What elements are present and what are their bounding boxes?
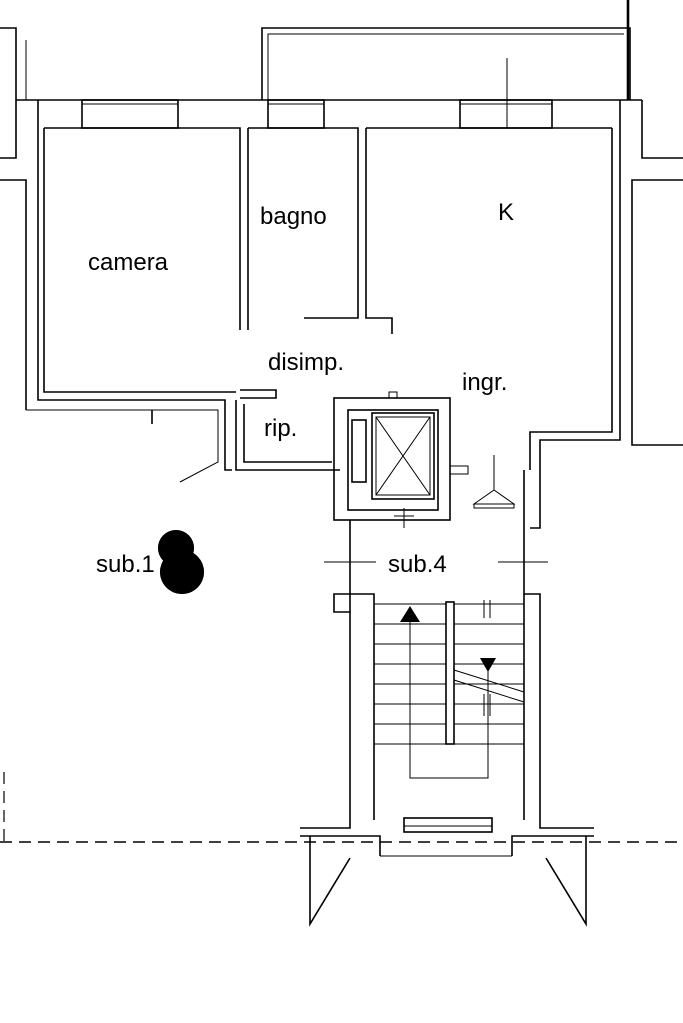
building-entrance bbox=[0, 817, 683, 927]
up-arrow-icon bbox=[400, 606, 420, 622]
entrance-fixture bbox=[472, 455, 516, 509]
ink-blot-overlay bbox=[158, 530, 204, 594]
room-label-ripostiglio: rip. bbox=[264, 415, 297, 442]
room-label-ingresso: ingr. bbox=[462, 369, 507, 396]
room-label-bagno: bagno bbox=[260, 203, 327, 230]
apartment-outer-walls bbox=[16, 99, 642, 529]
room-label-disimpegno: disimp. bbox=[268, 349, 344, 376]
stair-core bbox=[324, 470, 548, 820]
interior-partitions bbox=[44, 127, 612, 471]
windows bbox=[81, 58, 553, 129]
left-neighbour-wall bbox=[0, 27, 27, 410]
unit-label-sub-stair: sub.4 bbox=[388, 551, 447, 578]
stair-treads bbox=[374, 601, 525, 745]
stair-arrows bbox=[400, 600, 496, 779]
room-label-camera: camera bbox=[88, 249, 169, 276]
balcony bbox=[261, 0, 631, 100]
elevator-shaft bbox=[333, 391, 469, 528]
room-label-kitchen: K bbox=[498, 199, 514, 226]
right-neighbour-wall bbox=[631, 100, 683, 446]
down-arrow-icon bbox=[480, 658, 496, 672]
unit-label-sub-left: sub.1 bbox=[96, 551, 155, 578]
